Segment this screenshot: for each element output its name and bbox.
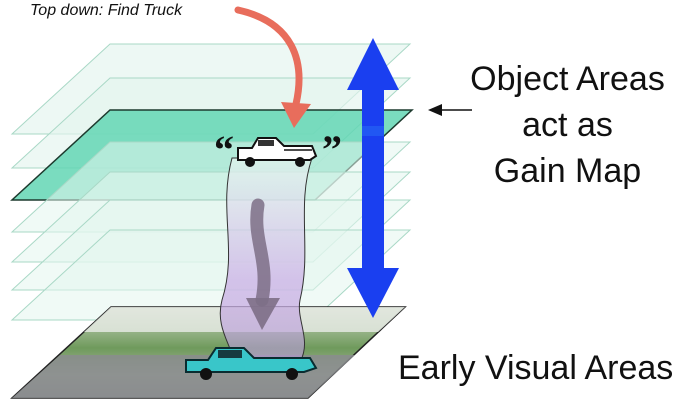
early-visual-areas-label: Early Visual Areas	[398, 348, 673, 388]
object-areas-line2: act as	[450, 102, 685, 148]
early-visual-layer	[12, 307, 405, 398]
quote-open: “	[214, 126, 234, 173]
top-down-label: Top down: Find Truck	[30, 2, 182, 20]
object-areas-label: Object Areas act as Gain Map	[450, 56, 685, 194]
object-areas-line1: Object Areas	[450, 56, 685, 102]
object-areas-line3: Gain Map	[450, 148, 685, 194]
quote-close: ”	[322, 126, 342, 173]
